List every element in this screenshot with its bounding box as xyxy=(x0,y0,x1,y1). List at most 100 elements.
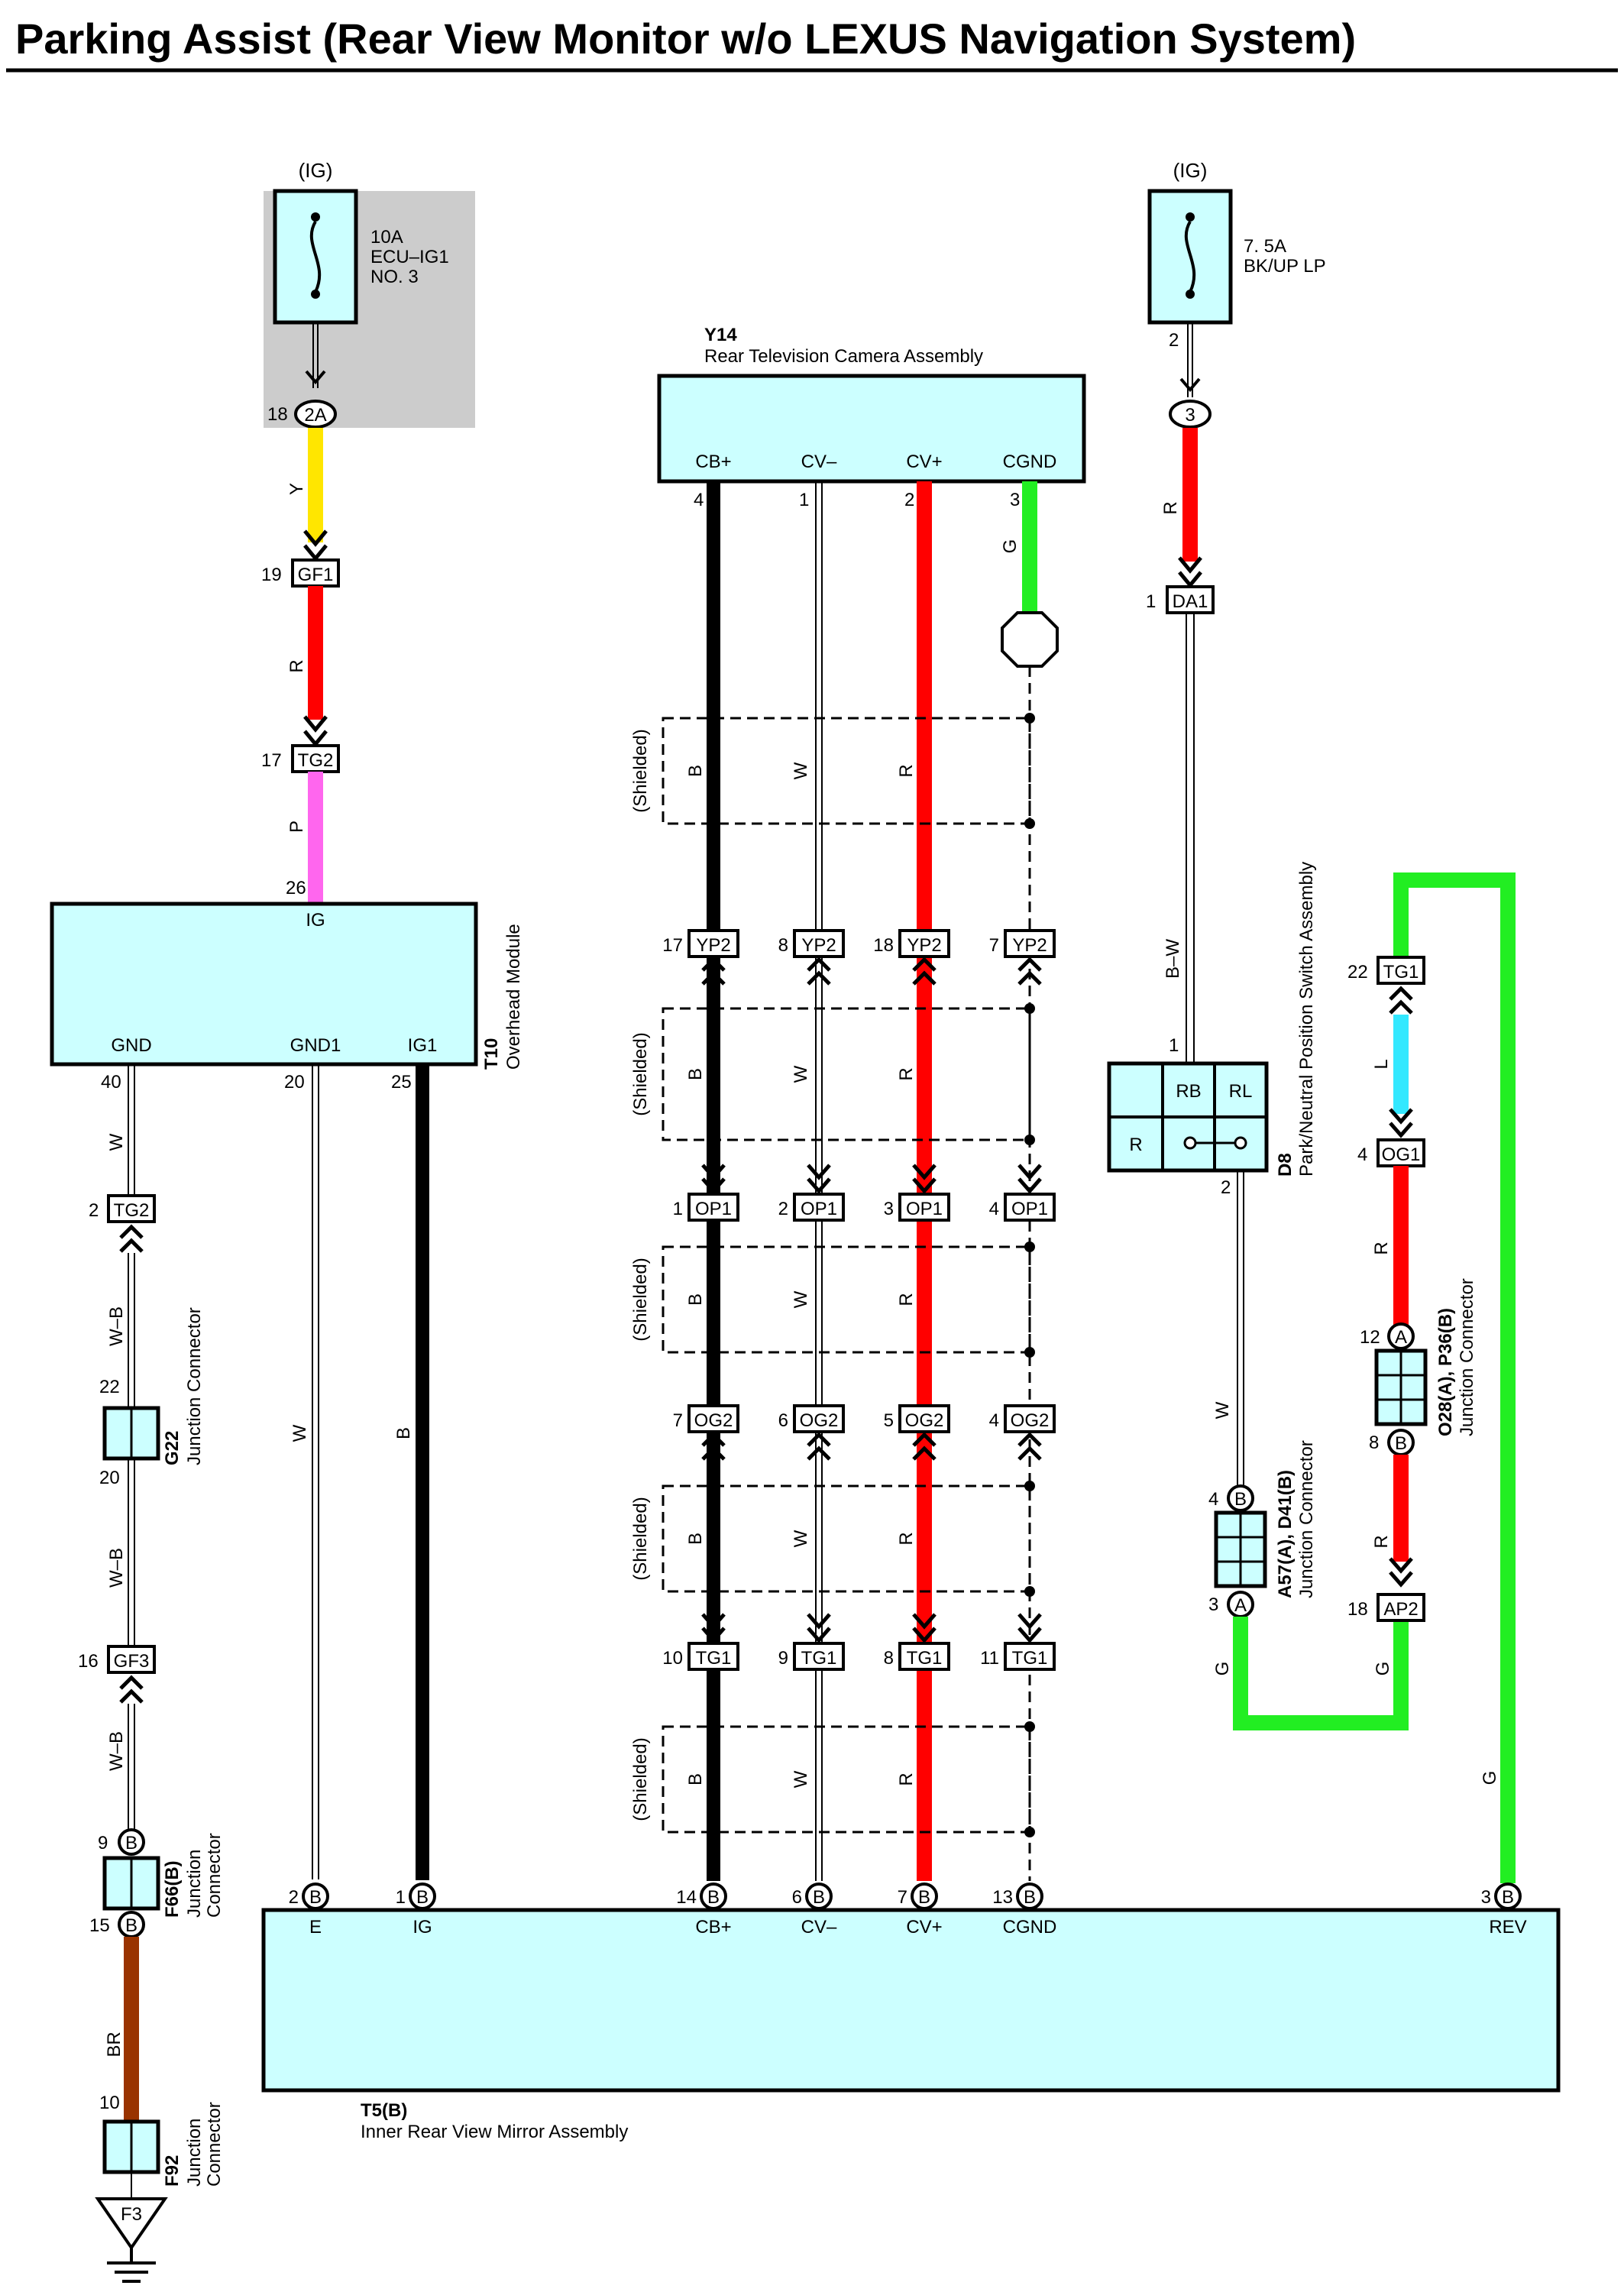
label-y: Y xyxy=(286,483,307,495)
t5-pin-num: 3 xyxy=(1481,1887,1491,1908)
d8-rb: RB xyxy=(1176,1081,1201,1102)
wire-color-label: R xyxy=(896,1067,917,1080)
t10-pin-gnd1: GND1 xyxy=(290,1035,341,1056)
conn-chevron xyxy=(701,1613,726,1643)
conn-da1-shell xyxy=(1166,585,1215,614)
f92-name-1: Junction xyxy=(184,2119,205,2187)
fuse-terminal-bottom xyxy=(311,290,320,299)
a57-bottom-conn: A xyxy=(1234,1595,1247,1616)
conn-chevron xyxy=(807,1164,831,1194)
f66-code: F66(B) xyxy=(162,1860,183,1918)
ground-label: F3 xyxy=(121,2204,142,2225)
conn-tg1-label: TG1 xyxy=(1012,1648,1048,1669)
label-w-gnd1: W xyxy=(290,1424,310,1442)
c3-label: 3 xyxy=(1185,405,1195,426)
fuse-right-source: (IG) xyxy=(1173,159,1208,182)
wire-pink xyxy=(308,772,323,903)
conn-tg1-shell xyxy=(898,1642,950,1671)
conn-chevron xyxy=(1017,1164,1042,1194)
gf3-num: 16 xyxy=(78,1651,99,1672)
conn-op1-shell xyxy=(793,1193,845,1222)
fuse-right-icon xyxy=(1184,220,1196,293)
t10-box xyxy=(50,902,478,1067)
y14-pin-cbp: CB+ xyxy=(695,452,731,472)
fuse-left-source: (IG) xyxy=(299,159,333,182)
label-l: L xyxy=(1371,1059,1392,1069)
conn-og2-num: 6 xyxy=(778,1410,788,1431)
a57-code: A57(A), D41(B) xyxy=(1275,1470,1296,1598)
f66-name-2: Connector xyxy=(204,1833,225,1918)
conn-tg1-shell xyxy=(1004,1642,1056,1671)
d8-pin-top: 1 xyxy=(1169,1035,1179,1056)
conn-op1-label: OP1 xyxy=(1011,1199,1048,1219)
a57-top-num: 4 xyxy=(1208,1489,1218,1510)
o28-top-conn: A xyxy=(1395,1327,1407,1348)
conn-tg1-shell xyxy=(793,1642,845,1671)
y14-num-4: 4 xyxy=(694,490,704,510)
conn-og2-num: 4 xyxy=(989,1410,999,1431)
conn-tg1-num: 10 xyxy=(662,1648,683,1669)
c2a-num: 18 xyxy=(267,404,288,425)
gf1-label: GF1 xyxy=(298,565,334,585)
y14-num-2: 2 xyxy=(904,490,914,510)
a57-bottom-num: 3 xyxy=(1208,1594,1218,1615)
conn-chevron xyxy=(912,1613,937,1643)
conn-chevron xyxy=(701,1164,726,1194)
conn-yp2-label: YP2 xyxy=(1012,935,1047,956)
t10-ig-label: IG xyxy=(306,910,325,931)
shielded-label: (Shielded) xyxy=(630,1258,651,1341)
conn-chevron xyxy=(701,1432,726,1461)
fuse-left-icon xyxy=(309,220,322,293)
label-g-rev: G xyxy=(1480,1771,1500,1785)
t10-top-num: 26 xyxy=(286,878,306,898)
conn-tg1-shell xyxy=(687,1642,739,1671)
c3-shell xyxy=(1169,400,1212,429)
f66-top-conn xyxy=(118,1828,145,1856)
conn-tg1-num: 8 xyxy=(884,1648,894,1669)
conn-chevron xyxy=(1017,1613,1042,1643)
y14-num-1: 1 xyxy=(799,490,809,510)
og1-right-num: 4 xyxy=(1357,1144,1367,1165)
conn-op1-shell xyxy=(898,1193,950,1222)
t10-pin-gnd: GND xyxy=(111,1035,151,1056)
conn-yp2-num: 7 xyxy=(989,935,999,956)
og1-right-label: OG1 xyxy=(1382,1144,1421,1165)
t5-pin-num: 14 xyxy=(676,1887,697,1908)
y14-pin-cgnd: CGND xyxy=(1003,452,1057,472)
t5-pin-conn xyxy=(302,1882,329,1910)
wire-green-lower xyxy=(1233,1617,1409,1730)
wire-brown xyxy=(124,1937,139,2122)
t5-pin-conn xyxy=(1016,1882,1043,1910)
f66-top-conn-label: B xyxy=(125,1833,137,1853)
tg2-top-label: TG2 xyxy=(298,750,334,771)
o28-bottom-num: 8 xyxy=(1369,1432,1379,1453)
tg1-right-num: 22 xyxy=(1347,962,1368,983)
label-w-d8: W xyxy=(1212,1401,1233,1419)
t5-pin-num: 1 xyxy=(396,1887,406,1908)
y14-pin-cvm: CV– xyxy=(801,452,837,472)
label-br: BR xyxy=(104,2031,125,2057)
conn-yp2-shell xyxy=(1004,929,1056,958)
wire-cvp-red xyxy=(917,481,932,1881)
shield-junction-dot xyxy=(1024,1135,1035,1145)
conn-chevron xyxy=(701,957,726,986)
d8-name: Park/Neutral Position Switch Assembly xyxy=(1296,862,1317,1177)
ap2-label: AP2 xyxy=(1383,1599,1418,1620)
wire-color-label: W xyxy=(791,1290,811,1308)
t5-pin-conn-label: B xyxy=(1024,1887,1036,1908)
o28-code: O28(A), P36(B) xyxy=(1435,1308,1456,1436)
wire-color-label: W xyxy=(791,1065,811,1083)
shield-junction-dot xyxy=(1024,1003,1035,1014)
t10-num-40: 40 xyxy=(101,1072,121,1093)
g22-code: G22 xyxy=(162,1431,183,1465)
gf1-num: 19 xyxy=(261,565,282,585)
conn-op1-num: 2 xyxy=(778,1199,788,1219)
f66-bottom-num: 15 xyxy=(89,1915,110,1936)
conn-yp2-num: 18 xyxy=(873,935,894,956)
shield-junction-dot xyxy=(1024,1827,1035,1837)
conn-chevron xyxy=(912,957,937,986)
wire-red-right xyxy=(1182,428,1198,562)
conn-op1-num: 3 xyxy=(884,1199,894,1219)
